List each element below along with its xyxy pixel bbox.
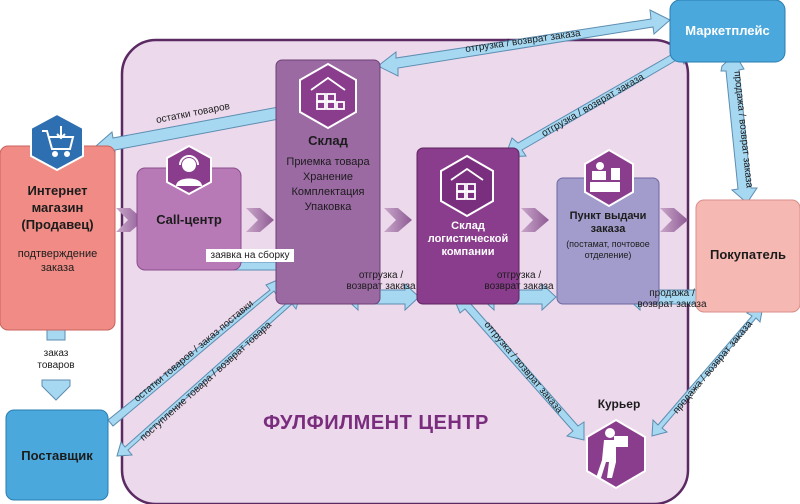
warehouse-hexagon <box>299 62 357 130</box>
label-sale-return-bottom: продажа / возврат заказа <box>637 288 707 310</box>
cart-hexagon <box>30 112 84 172</box>
headset-operator-icon <box>176 155 202 186</box>
buyer-box <box>695 199 800 313</box>
supplier-node: Поставщик <box>6 447 108 464</box>
courier-title: Курьер <box>597 397 641 411</box>
warehouse-boxes-icon <box>310 76 346 110</box>
arrow-order-goods-head <box>41 379 71 401</box>
marketplace-node: Маркетплейс <box>670 22 785 39</box>
marketplace-title: Маркетплейс <box>685 23 770 38</box>
shop-node: Интернет магазин (Продавец) подтверждени… <box>2 182 113 275</box>
courier-node: Курьер <box>594 396 644 413</box>
logistics-warehouse-node: Склад логистической компании <box>421 220 515 259</box>
supplier-title: Поставщик <box>21 448 93 463</box>
warehouse-line-storage: Хранение <box>302 171 354 183</box>
call-center-node: Call-центр <box>137 211 241 228</box>
warehouse-node: Склад Приемка товара Хранение Комплектац… <box>276 132 380 215</box>
label-ship-return-2: отгрузка / возврат заказа <box>484 270 554 292</box>
warehouse-line-picking: Комплектация <box>291 186 365 198</box>
warehouse-title: Склад <box>308 133 348 148</box>
logistics-warehouse-title: Склад логистической компании <box>427 220 509 258</box>
pickup-point-node: Пункт выдачи заказа (постамат, почтовое … <box>559 210 657 261</box>
chevron-call-warehouse <box>246 208 274 232</box>
label-ship-return-1: отгрузка / возврат заказа <box>346 270 416 292</box>
pickup-point-text: (постамат, почтовое отделение) <box>566 239 650 260</box>
logistics-warehouse-icon <box>450 167 484 200</box>
call-center-title: Call-центр <box>156 212 222 227</box>
cart-icon <box>42 126 75 157</box>
pickup-point-title: Пункт выдачи заказа <box>569 210 647 235</box>
label-order-goods: заказ товаров <box>37 348 75 371</box>
courier-icon <box>596 428 628 478</box>
buyer-title: Покупатель <box>710 247 786 262</box>
label-assembly-request: заявка на сборку <box>206 249 294 262</box>
chevron-warehouse-logistics <box>384 208 412 232</box>
shop-title: Интернет магазин (Продавец) <box>21 183 94 232</box>
warehouse-box <box>275 59 381 305</box>
buyer-node: Покупатель <box>696 246 800 263</box>
chevron-pickup-buyer <box>660 208 688 232</box>
chevron-logistics-pickup <box>521 208 549 232</box>
fulfillment-center-label: ФУЛФИЛМЕНТ ЦЕНТР <box>228 412 524 435</box>
supplier-box <box>5 409 109 501</box>
fulfillment-center-area <box>120 38 690 504</box>
fulfillment-center-title: ФУЛФИЛМЕНТ ЦЕНТР <box>263 412 489 434</box>
shop-text: подтверждение заказа <box>17 248 98 274</box>
marketplace-box <box>669 0 786 63</box>
arrow-marketplace-buyer <box>720 53 758 204</box>
pickup-point-icon <box>590 162 620 192</box>
warehouse-line-receiving: Приемка товара <box>286 156 370 168</box>
arrow-order-goods <box>46 329 66 341</box>
warehouse-line-packing: Упаковка <box>304 201 352 213</box>
